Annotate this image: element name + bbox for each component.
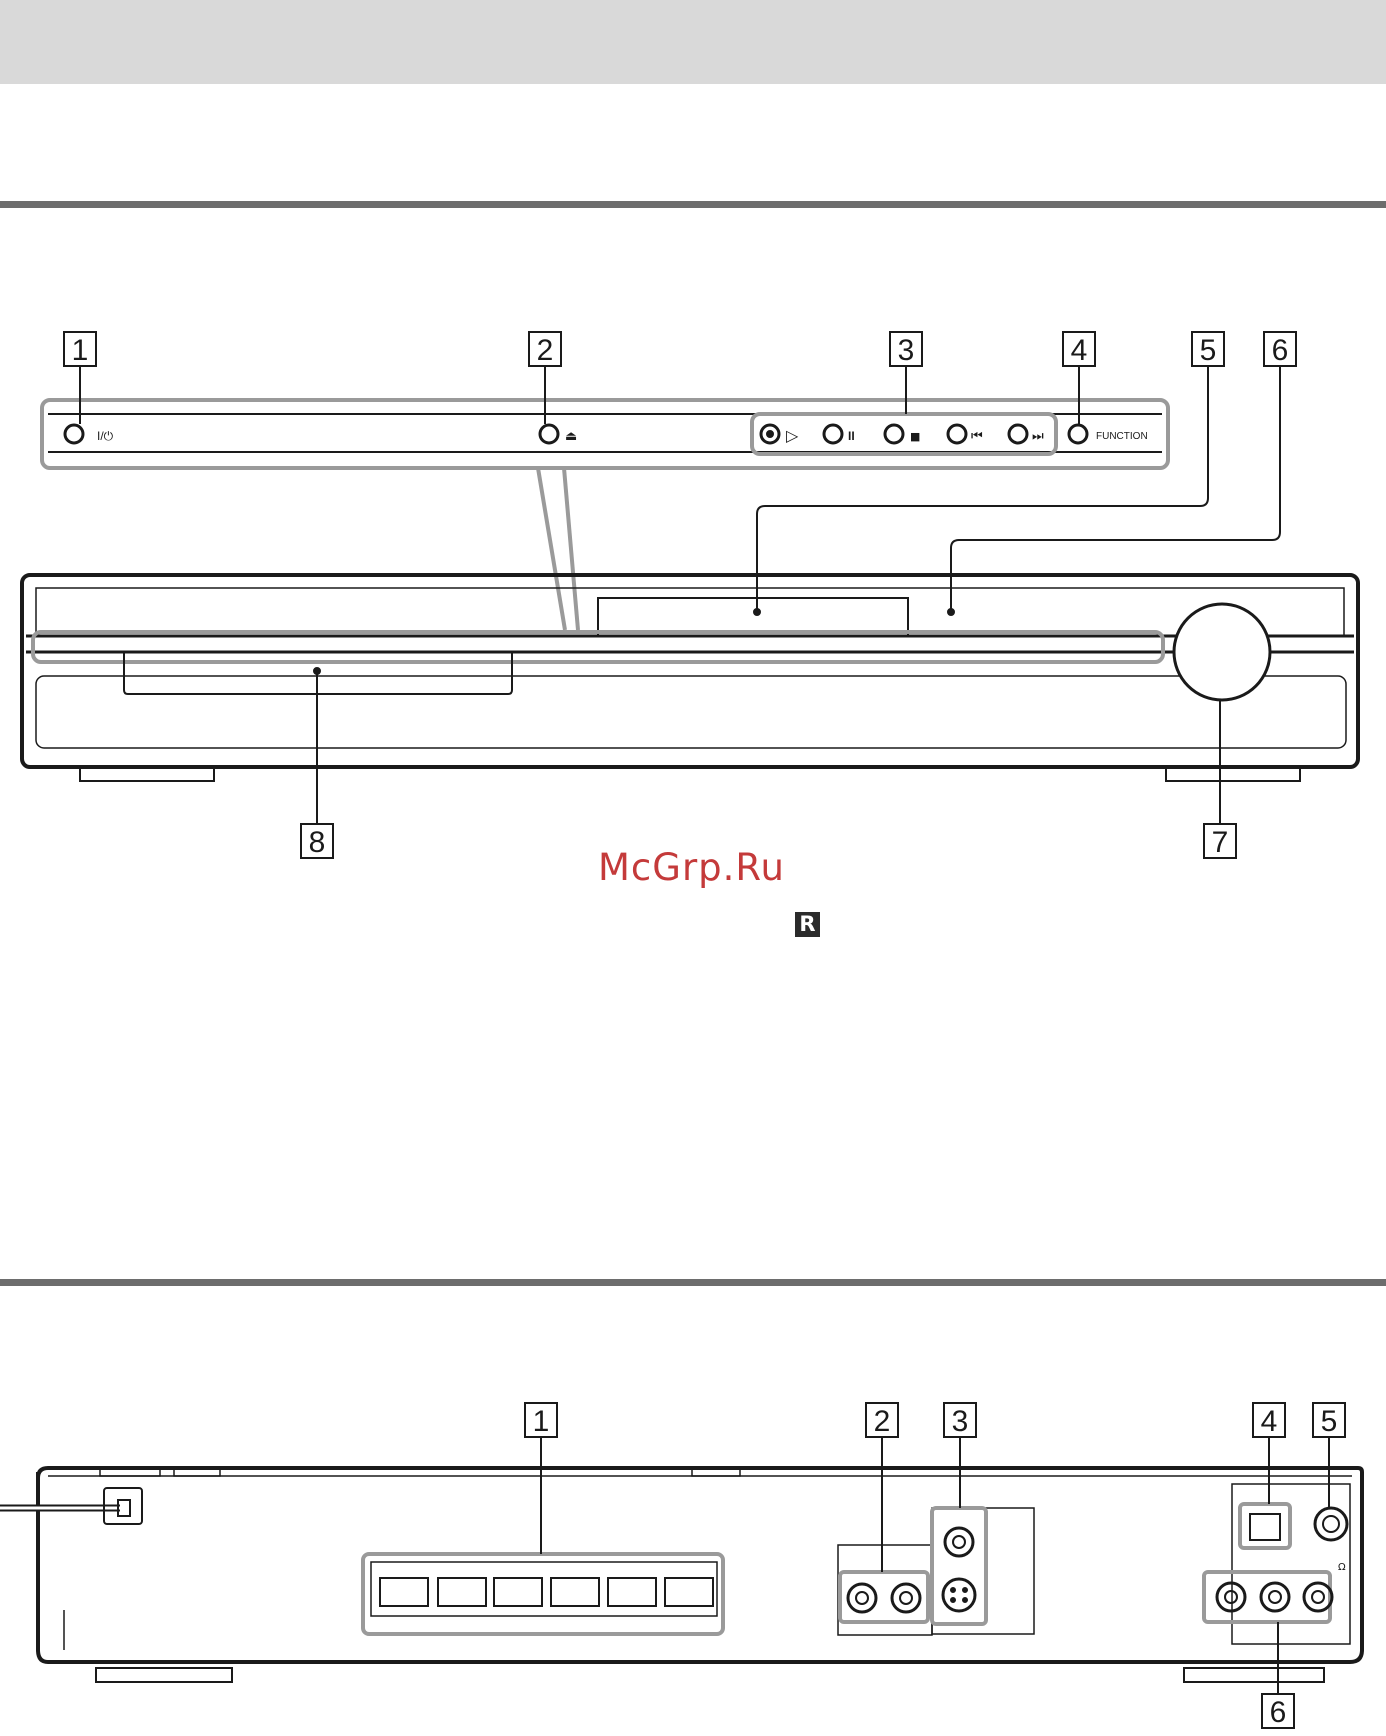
watermark-text: McGrp.Ru [598, 846, 785, 889]
front-callout-2: 2 [529, 332, 561, 367]
svg-text:8: 8 [309, 826, 326, 859]
function-button[interactable] [1069, 425, 1087, 443]
front-callout-4: 4 [1063, 332, 1095, 367]
coaxial-jack-2[interactable] [1261, 1583, 1289, 1611]
audio-in-highlight [840, 1572, 928, 1622]
eject-icon: ⏏ [565, 429, 577, 444]
front-unit-body [22, 575, 1358, 781]
front-callout-7: 7 [1204, 824, 1236, 859]
audio-jack-left[interactable] [848, 1584, 876, 1612]
rear-callout-5: 5 [1313, 1403, 1345, 1438]
svg-text:6: 6 [1270, 1696, 1287, 1729]
next-icon: ⏭ [1032, 429, 1044, 444]
front-callout-3: 3 [890, 332, 922, 367]
front-callout-5: 5 [1192, 332, 1224, 367]
stop-button[interactable] [885, 425, 903, 443]
function-label: FUNCTION [1096, 431, 1148, 442]
rear-callout-6: 6 [1262, 1694, 1294, 1729]
video-out-highlight [932, 1508, 986, 1624]
svg-text:3: 3 [898, 334, 915, 367]
svg-text:1: 1 [72, 334, 89, 367]
previous-icon: ⏮ [971, 429, 983, 444]
svg-text:5: 5 [1321, 1405, 1338, 1438]
play-icon: ▷ [786, 426, 799, 445]
audio-jack-right[interactable] [892, 1584, 920, 1612]
pause-button[interactable] [824, 425, 842, 443]
svg-text:4: 4 [1071, 334, 1088, 367]
power-button[interactable] [65, 425, 83, 443]
coaxial-jack-1[interactable] [1217, 1583, 1245, 1611]
svg-text:1: 1 [533, 1405, 550, 1438]
rear-unit-body [0, 1468, 1362, 1682]
rear-callout-4: 4 [1253, 1403, 1285, 1438]
front-callout-1: 1 [64, 332, 96, 367]
svg-text:2: 2 [537, 334, 554, 367]
svg-text:4: 4 [1261, 1405, 1278, 1438]
svg-text:5: 5 [1200, 334, 1217, 367]
play-button-dot [767, 431, 773, 437]
front-callout-8: 8 [301, 824, 333, 859]
am-antenna-jack[interactable] [1315, 1508, 1347, 1540]
fm-antenna-terminal[interactable] [1250, 1514, 1280, 1540]
eject-button[interactable] [540, 425, 558, 443]
rear-callout-3: 3 [944, 1403, 976, 1438]
s-video-jack[interactable] [943, 1579, 975, 1611]
coaxial-jack-3[interactable] [1304, 1583, 1332, 1611]
remote-control-mark: R [795, 912, 820, 937]
power-icon: I/⏻ [97, 429, 114, 443]
speaker-connectors[interactable] [371, 1562, 717, 1616]
svg-text:6: 6 [1272, 334, 1289, 367]
rear-callout-2: 2 [866, 1403, 898, 1438]
previous-button[interactable] [948, 425, 966, 443]
pause-icon: II [848, 429, 855, 443]
svg-text:3: 3 [952, 1405, 969, 1438]
volume-knob[interactable] [1174, 604, 1270, 700]
ohm-symbol: Ω [1338, 1562, 1346, 1573]
rear-callout-1: 1 [525, 1403, 557, 1438]
control-strip-detail-frame [42, 400, 1168, 468]
front-callout-6: 6 [1264, 332, 1296, 367]
stop-icon: ■ [910, 430, 920, 443]
video-jack[interactable] [945, 1528, 973, 1556]
fm-antenna-highlight [1240, 1504, 1290, 1548]
svg-text:7: 7 [1212, 826, 1229, 859]
next-button[interactable] [1009, 425, 1027, 443]
svg-text:2: 2 [874, 1405, 891, 1438]
